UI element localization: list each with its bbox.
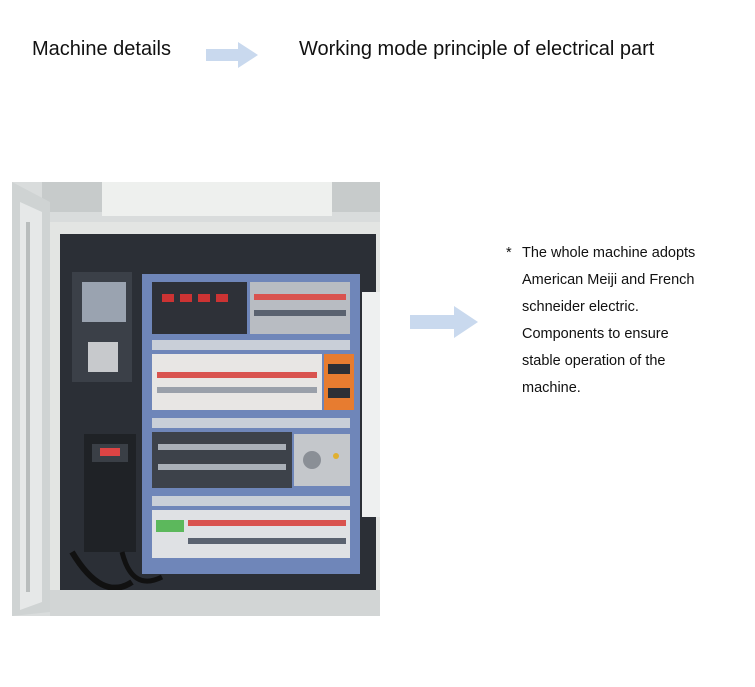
- description-line: machine.: [522, 380, 581, 396]
- description-line: schneider electric.: [522, 299, 639, 315]
- machine-details-label: Machine details: [32, 38, 171, 60]
- electrical-description: * The whole machine adopts American Meij…: [506, 240, 726, 402]
- description-line: Components to ensure: [522, 326, 669, 342]
- description-line: American Meiji and French: [522, 272, 695, 288]
- description-line: The whole machine adopts: [522, 245, 696, 261]
- arrow-right-icon: [410, 306, 478, 338]
- bullet-marker: *: [506, 245, 512, 261]
- electrical-cabinet-photo: [12, 182, 380, 616]
- working-mode-title: Working mode principle of electrical par…: [299, 38, 655, 60]
- description-line: stable operation of the: [522, 353, 666, 369]
- arrow-right-icon: [206, 42, 258, 68]
